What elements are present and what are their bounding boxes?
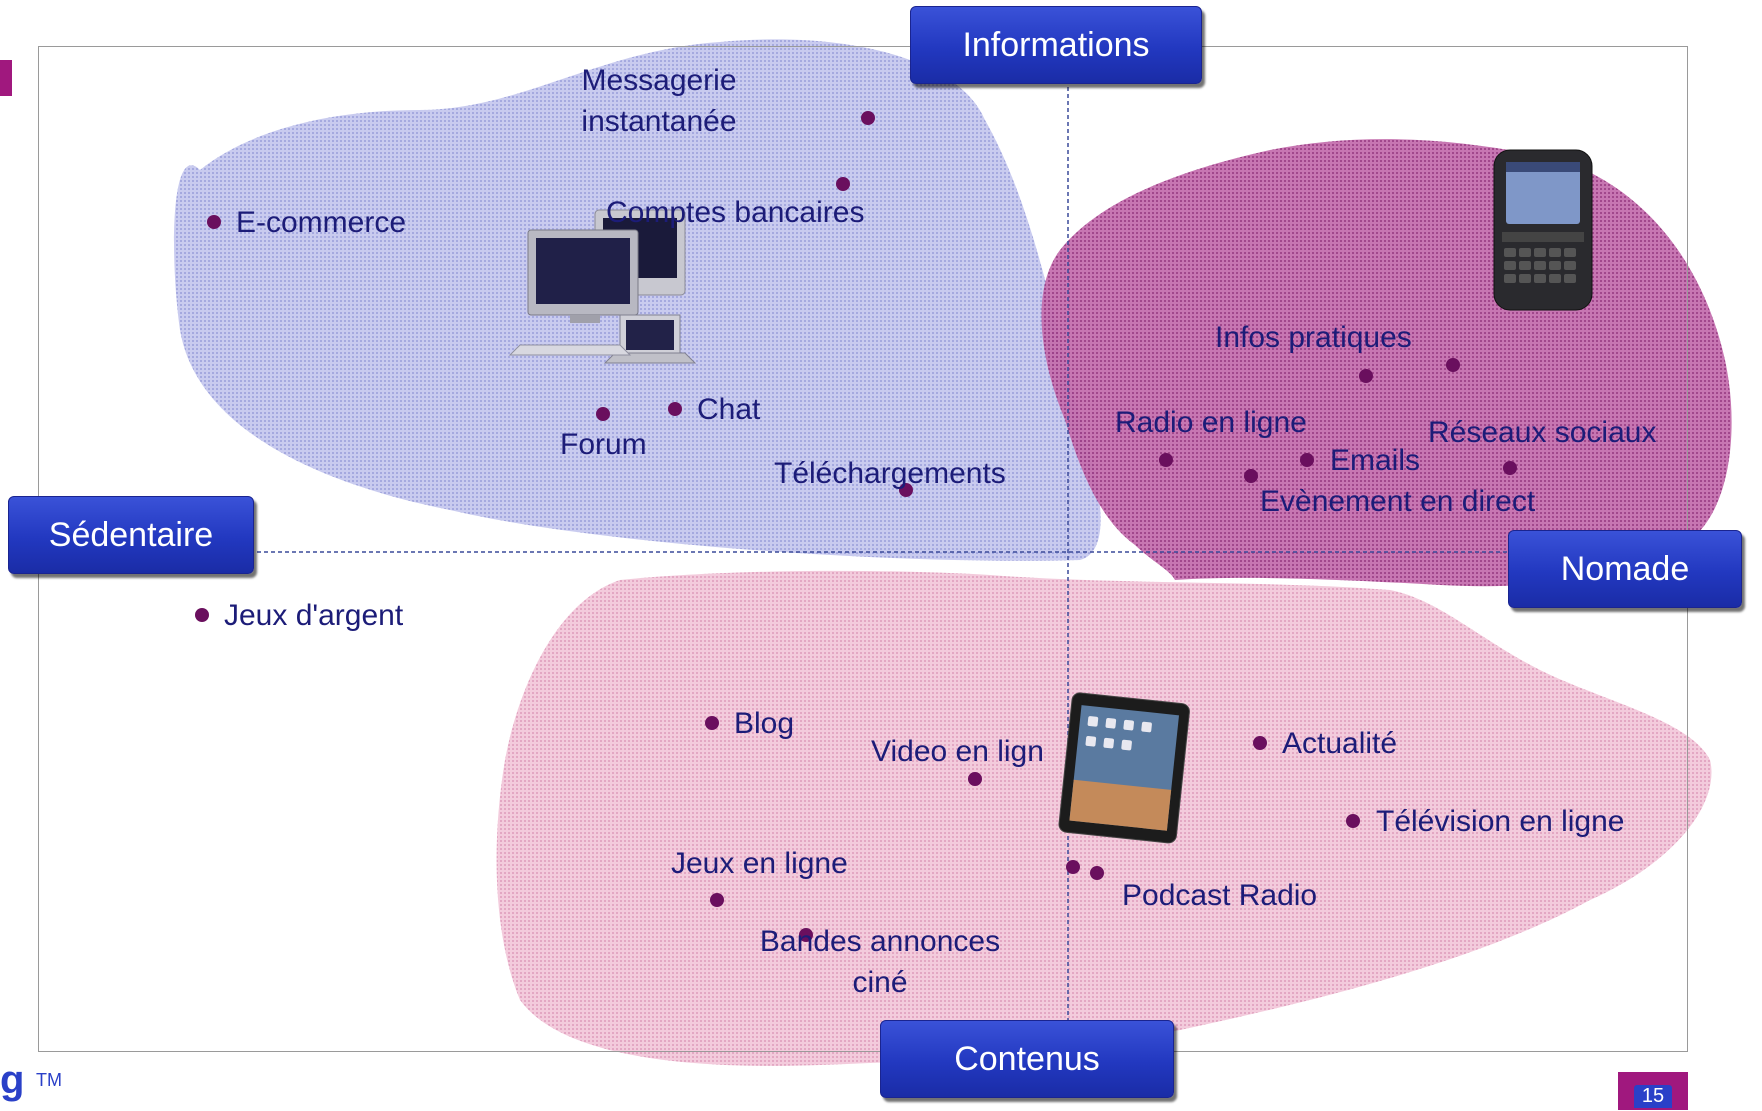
- smartphone-icon: [1493, 149, 1593, 311]
- axis-label-sedentaire[interactable]: Sédentaire: [8, 496, 254, 574]
- dot-ecommerce: [207, 215, 221, 229]
- label-bandes-annonces-line2: ciné: [852, 966, 908, 999]
- label-comptes-bancaires: Comptes bancaires: [606, 196, 865, 229]
- label-radio-en-ligne: Radio en ligne: [1115, 406, 1307, 439]
- dot-reseaux-sociaux: [1503, 461, 1517, 475]
- label-blog: Blog: [734, 707, 795, 740]
- label-bandes-annonces-line1: Bandes annonces: [759, 925, 1001, 958]
- axis-label-informations[interactable]: Informations: [910, 6, 1202, 84]
- dot-podcast-b: [1090, 866, 1104, 880]
- slide-accent-mark: [0, 60, 12, 96]
- label-chat: Chat: [697, 393, 761, 426]
- dot-evenement-direct: [1244, 469, 1258, 483]
- label-forum: Forum: [560, 428, 647, 461]
- label-video-en-ligne: Video en lign: [871, 735, 1044, 768]
- tablet-icon: [1058, 692, 1190, 844]
- label-messagerie-line1: Messagerie: [581, 64, 737, 97]
- dot-telechargements: [899, 483, 913, 497]
- page-number: 15: [1633, 1085, 1673, 1108]
- label-podcast-radio: Podcast Radio: [1122, 879, 1318, 912]
- dot-infos-pratiques-b: [1446, 358, 1460, 372]
- dot-messagerie: [861, 111, 875, 125]
- label-infos-pratiques: Infos pratiques: [1215, 321, 1412, 354]
- axis-label-contenus[interactable]: Contenus: [880, 1020, 1174, 1098]
- label-telechargements: Téléchargements: [774, 457, 1006, 490]
- dot-forum: [596, 407, 610, 421]
- dot-infos-pratiques-a: [1359, 369, 1373, 383]
- brand-logo-fragment: g: [0, 1058, 25, 1102]
- label-messagerie-line2: instantanée: [581, 105, 737, 138]
- dot-blog: [705, 716, 719, 730]
- dot-chat: [668, 402, 682, 416]
- dot-jeux-argent: [195, 608, 209, 622]
- label-television-en-ligne: Télévision en ligne: [1376, 805, 1625, 838]
- dot-radio-en-ligne: [1159, 453, 1173, 467]
- label-actualite: Actualité: [1282, 727, 1398, 760]
- brand-trademark: TM: [36, 1070, 62, 1090]
- computers-icon: [508, 209, 697, 364]
- dot-television-en-ligne: [1346, 814, 1360, 828]
- dot-podcast-a: [1066, 860, 1080, 874]
- dot-jeux-en-ligne: [710, 893, 724, 907]
- axis-label-nomade[interactable]: Nomade: [1508, 530, 1742, 608]
- label-emails: Emails: [1330, 444, 1421, 477]
- page-number-badge: 15: [1618, 1072, 1688, 1110]
- dot-emails: [1300, 453, 1314, 467]
- dot-bandes-annonces: [799, 928, 813, 942]
- dot-actualite: [1253, 736, 1267, 750]
- label-evenement-direct: Evènement en direct: [1260, 485, 1536, 518]
- label-ecommerce: E-commerce: [236, 206, 407, 239]
- label-reseaux-sociaux: Réseaux sociaux: [1428, 416, 1657, 449]
- label-jeux-en-ligne: Jeux en ligne: [671, 847, 848, 880]
- label-jeux-argent: Jeux d'argent: [224, 599, 404, 632]
- dot-video-en-ligne: [968, 772, 982, 786]
- dot-comptes-bancaires: [836, 177, 850, 191]
